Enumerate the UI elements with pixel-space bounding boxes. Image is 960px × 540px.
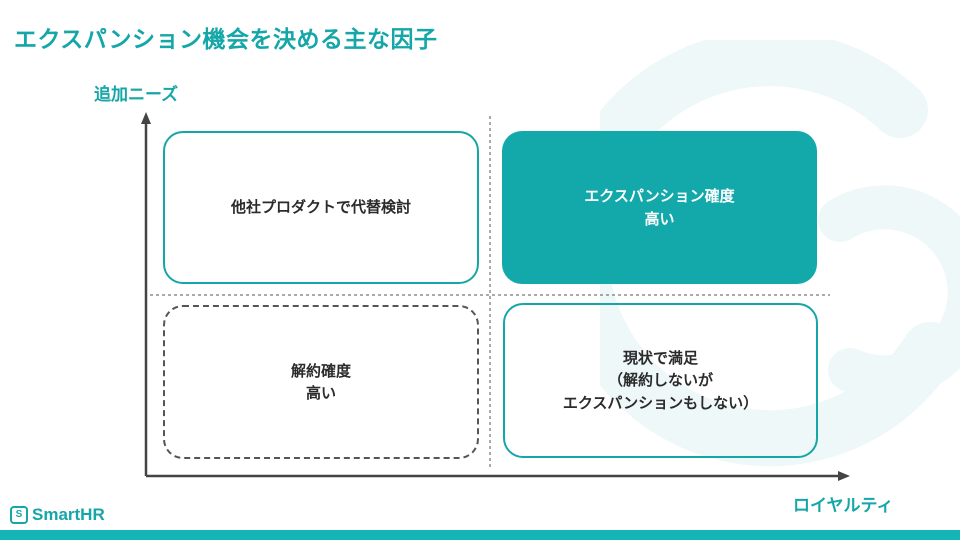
quadrant-bottom-right-line-1: 現状で満足	[622, 348, 698, 367]
y-axis-label: 追加ニーズ	[94, 85, 179, 105]
quadrant-bottom-right: 現状で満足 （解約しないが エクスパンションもしない）	[503, 303, 818, 458]
quadrant-bottom-left: 解約確度 高い	[163, 305, 479, 459]
quadrant-top-left: 他社プロダクトで代替検討	[163, 131, 479, 284]
logo-text: SmartHR	[32, 505, 105, 524]
quadrant-bottom-right-line-3: エクスパンションもしない）	[562, 393, 759, 412]
watermark-logo-icon	[600, 40, 960, 467]
quadrant-bottom-right-line-2: （解約しないが	[607, 371, 713, 390]
quadrant-bottom-left-line-1: 解約確度	[290, 361, 351, 380]
smarthr-logo: S SmartHR	[10, 505, 105, 525]
x-axis-arrowhead	[838, 471, 850, 481]
y-axis-arrowhead	[141, 112, 151, 124]
quadrant-bottom-left-line-2: 高い	[305, 384, 336, 402]
quadrant-top-right-line-1: エクスパンション確度	[584, 187, 735, 205]
slide-title: エクスパンション機会を決める主な因子	[14, 27, 438, 53]
quadrant-top-right-line-2: 高い	[644, 209, 675, 228]
bottom-accent-bar	[0, 530, 960, 540]
x-axis-label: ロイヤルティ	[793, 496, 894, 516]
smarthr-logo-icon: S	[10, 506, 28, 524]
quadrant-top-left-line-1: 他社プロダクトで代替検討	[230, 198, 411, 217]
quadrant-top-right: エクスパンション確度 高い	[502, 131, 817, 284]
